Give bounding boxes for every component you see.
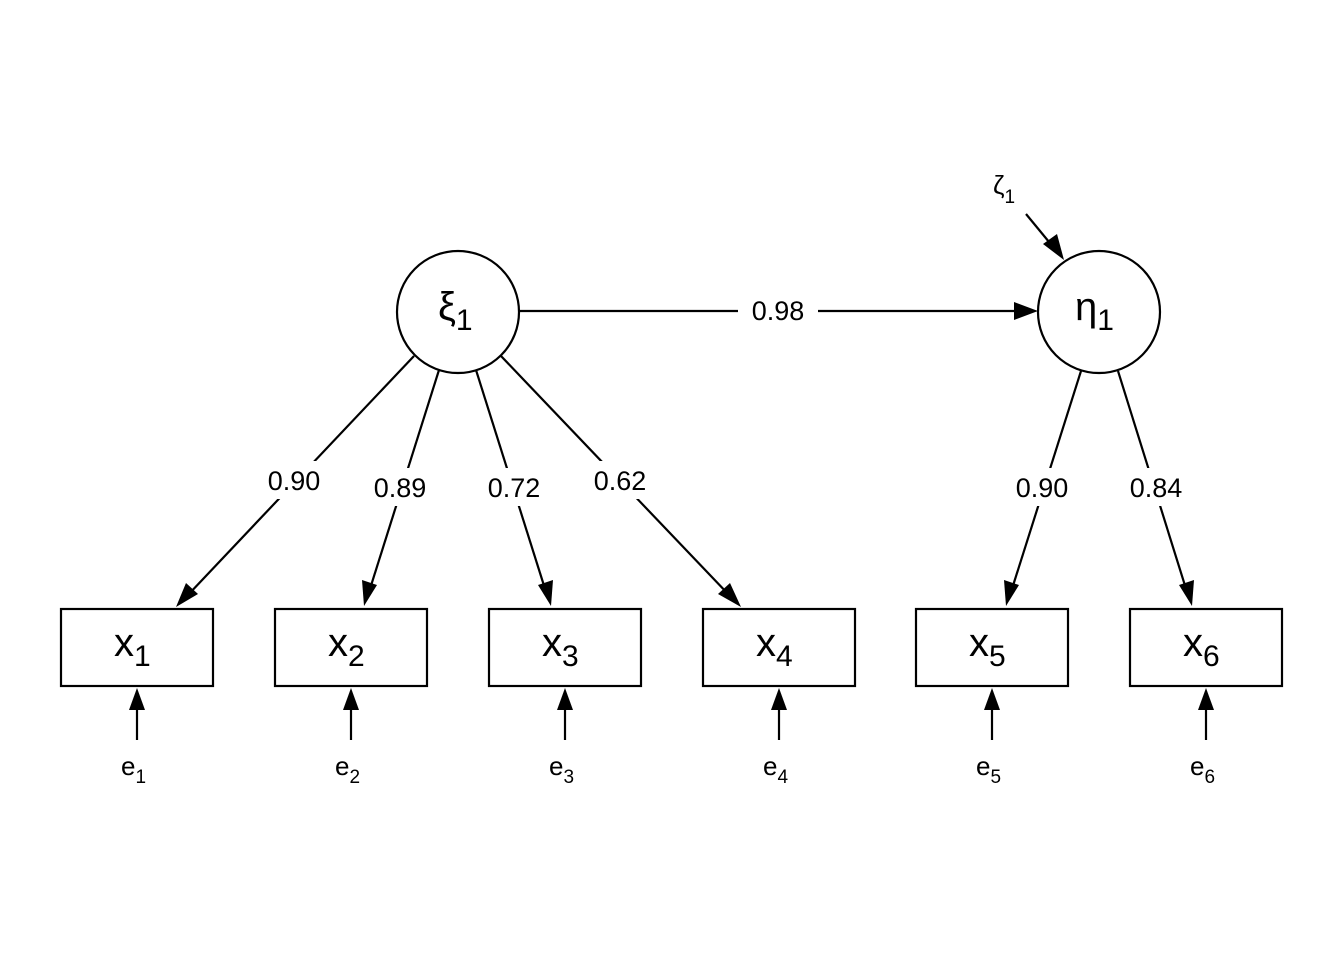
loading-path-xi1-x2: 0.89 bbox=[362, 369, 441, 606]
structural-path-xi1-eta1: 0.98 bbox=[519, 292, 1038, 330]
error-label-e3: e3 bbox=[549, 751, 574, 788]
error-label-e2: e2 bbox=[335, 751, 360, 788]
disturbance-label-zeta1: ζ1 bbox=[993, 170, 1015, 208]
error-term-e4: e4 bbox=[763, 688, 788, 788]
observed-label-x2: x2 bbox=[328, 621, 365, 673]
loading-path-eta1-x6: 0.84 bbox=[1116, 370, 1194, 606]
error-term-e5: e5 bbox=[976, 688, 1001, 788]
latent-label-xi1: ξ1 bbox=[438, 285, 473, 337]
observed-label-x4: x4 bbox=[756, 621, 793, 673]
observed-label-x6: x6 bbox=[1183, 621, 1220, 673]
latent-node-eta1: η1 bbox=[1036, 249, 1162, 375]
observed-label-x3: x3 bbox=[542, 621, 579, 673]
error-term-e6: e6 bbox=[1190, 688, 1215, 788]
latent-label-eta1: η1 bbox=[1075, 285, 1114, 337]
observed-node-x5: x5 bbox=[914, 607, 1070, 688]
error-label-e4: e4 bbox=[763, 751, 788, 788]
observed-node-x2: x2 bbox=[273, 607, 429, 688]
error-label-e1: e1 bbox=[121, 751, 146, 788]
loading-coef-x5: 0.90 bbox=[1016, 473, 1069, 503]
observed-label-x1: x1 bbox=[114, 621, 151, 673]
observed-node-x4: x4 bbox=[701, 607, 857, 688]
loading-path-eta1-x5: 0.90 bbox=[1004, 370, 1083, 606]
loading-coef-x1: 0.90 bbox=[268, 466, 321, 496]
observed-node-x3: x3 bbox=[487, 607, 643, 688]
loading-coef-x4: 0.62 bbox=[594, 466, 647, 496]
loading-path-xi1-x4: 0.62 bbox=[500, 355, 741, 607]
observed-node-x6: x6 bbox=[1128, 607, 1284, 688]
loading-path-xi1-x1: 0.90 bbox=[176, 355, 415, 607]
observed-label-x5: x5 bbox=[969, 621, 1006, 673]
error-term-e2: e2 bbox=[335, 688, 360, 788]
path-coef-xi1-eta1: 0.98 bbox=[752, 296, 805, 326]
error-label-e6: e6 bbox=[1190, 751, 1215, 788]
loading-path-xi1-x3: 0.72 bbox=[474, 369, 553, 606]
loading-coef-x2: 0.89 bbox=[374, 473, 427, 503]
error-label-e5: e5 bbox=[976, 751, 1001, 788]
error-term-e1: e1 bbox=[121, 688, 146, 788]
loading-coef-x6: 0.84 bbox=[1130, 473, 1183, 503]
latent-node-xi1: ξ1 bbox=[395, 249, 521, 375]
disturbance-path-zeta1: ζ1 bbox=[993, 170, 1064, 260]
error-term-e3: e3 bbox=[549, 688, 574, 788]
observed-node-x1: x1 bbox=[59, 607, 215, 688]
loading-coef-x3: 0.72 bbox=[488, 473, 541, 503]
